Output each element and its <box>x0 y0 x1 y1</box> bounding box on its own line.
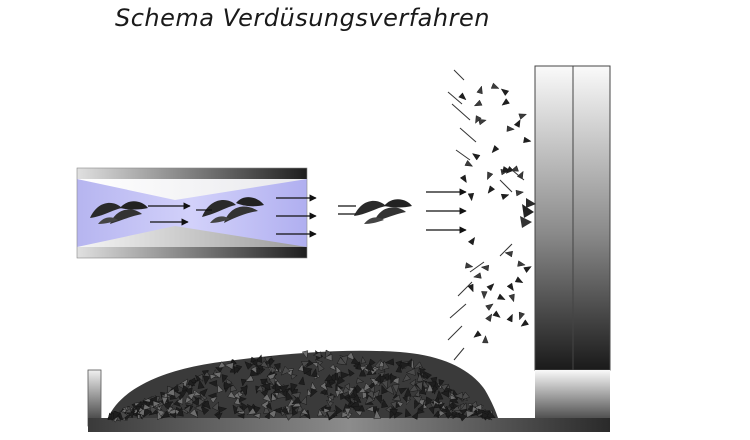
diagram-title: Schema Verdüsungsverfahren <box>115 4 490 32</box>
impact-cluster <box>520 198 536 228</box>
collection-tray <box>87 369 610 432</box>
spray-particles <box>458 82 532 344</box>
nozzle-bottom-plate <box>77 247 307 258</box>
collector-wall <box>534 65 611 420</box>
droplet-cluster-2 <box>202 197 264 223</box>
gas-flow-arrows <box>148 188 467 238</box>
nozzle-top-plate <box>77 168 307 179</box>
droplet-cluster-3 <box>354 199 412 224</box>
collector-base <box>535 370 610 420</box>
nozzle-top-wedge <box>77 179 307 200</box>
nozzle-outline <box>76 167 308 259</box>
tray-left-wall <box>87 369 102 427</box>
spray-trajectory-lines <box>447 69 525 361</box>
collector-wall-left <box>534 65 574 371</box>
tray-floor <box>88 418 610 432</box>
nozzle <box>76 167 308 259</box>
droplet-cluster-1 <box>90 201 148 224</box>
collector-wall-right <box>572 65 611 371</box>
nozzle-bottom-wedge <box>77 226 307 247</box>
pile-particles <box>107 349 496 423</box>
